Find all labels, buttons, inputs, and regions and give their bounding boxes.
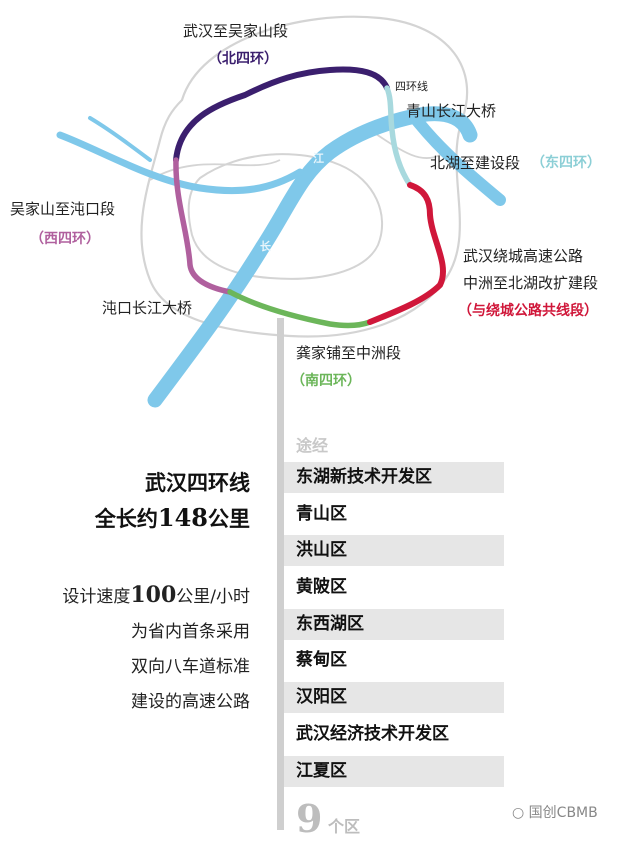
speed-number: 100 [130, 582, 177, 608]
watermark-text: 国创CBMB [528, 805, 598, 821]
speed-line: 设计速度100公里/小时 [0, 578, 250, 615]
yangtze-river [147, 106, 478, 408]
segment-south-ring [227, 289, 373, 329]
district-item: 江夏区 [284, 755, 504, 787]
route-bar [277, 318, 284, 830]
river-char-0: 长 [260, 240, 271, 253]
north-segment-tag: （北四环） [208, 51, 278, 67]
district-item: 黄陂区 [296, 577, 347, 598]
segment-west-ring [173, 157, 233, 295]
qingshan-bridge-label: 青山长江大桥 [406, 102, 497, 120]
district-item: 蔡甸区 [296, 650, 347, 671]
wechat-icon: ○ [512, 805, 525, 821]
district-list: 东湖新技术开发区 青山区 洪山区 黄陂区 东西湖区 蔡甸区 汉阳区 武汉经济技术… [284, 462, 504, 792]
han-river-branch [88, 116, 152, 162]
segment-east-ring [384, 85, 413, 188]
west-segment-tag: （西四环） [30, 231, 100, 247]
shared-segment-tag: （与绕城公路共线段） [458, 303, 598, 319]
desc-line-4: 建设的高速公路 [131, 692, 250, 712]
district-item: 洪山区 [284, 535, 504, 567]
speed-prefix: 设计速度 [62, 587, 131, 607]
summary-title: 武汉四环线 [145, 471, 250, 495]
summary-description: 设计速度100公里/小时 为省内首条采用 双向八车道标准 建设的高速公路 [0, 578, 250, 720]
summary-length: 全长约148公里 [0, 503, 250, 533]
length-number: 148 [157, 503, 208, 532]
segment-north-ring [173, 66, 390, 163]
segment-shared-ring-road [367, 182, 446, 325]
city-inner-outline [187, 153, 383, 280]
watermark: ○ 国创CBMB [512, 802, 598, 822]
district-item: 东西湖区 [284, 608, 504, 640]
desc-line-2: 为省内首条采用 [131, 622, 250, 642]
han-river [56, 131, 304, 195]
district-boundary [149, 129, 441, 181]
district-item: 青山区 [296, 503, 347, 524]
east-segment-tag: （东四环） [531, 155, 601, 171]
district-item: 汉阳区 [284, 682, 504, 714]
desc-line-3: 双向八车道标准 [131, 657, 250, 677]
ring-line-label: 四环线 [395, 80, 428, 93]
zhuankou-bridge-label: 沌口长江大桥 [102, 299, 193, 317]
shared-segment-label-line2: 中洲至北湖改扩建段 [463, 274, 599, 292]
river-char-1: 江 [313, 152, 324, 165]
speed-unit: 公里/小时 [176, 587, 250, 607]
shared-segment-label-line1: 武汉绕城高速公路 [463, 247, 584, 265]
district-count-unit: 个区 [328, 817, 361, 836]
district-count: 9 个区 [296, 796, 360, 841]
district-item: 东湖新技术开发区 [284, 462, 504, 493]
districts-heading: 途经 [296, 436, 329, 455]
north-segment-label: 武汉至吴家山段 [183, 22, 289, 40]
south-segment-tag: （南四环） [291, 373, 361, 389]
east-segment-label: 北湖至建设段 [430, 154, 521, 172]
length-unit: 公里 [208, 507, 250, 531]
length-prefix: 全长约 [94, 507, 158, 531]
south-segment-label: 龚家铺至中洲段 [296, 344, 402, 362]
district-count-number: 9 [296, 796, 323, 841]
district-item: 武汉经济技术开发区 [296, 723, 449, 744]
west-segment-label: 吴家山至沌口段 [10, 200, 116, 218]
yangtze-river-east [409, 112, 506, 206]
